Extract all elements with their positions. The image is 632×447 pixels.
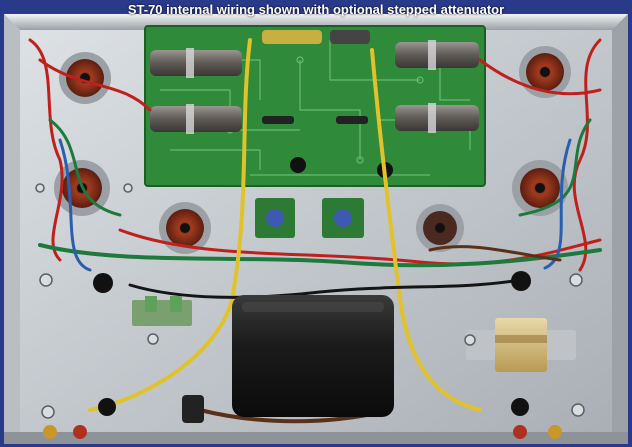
pcb-small-components — [262, 30, 393, 178]
chassis-screws — [35, 183, 585, 419]
choke — [466, 318, 576, 372]
wiring — [28, 38, 602, 424]
stepped-attenuators — [255, 198, 364, 238]
pcb-capacitors — [150, 40, 479, 134]
terminal-strip — [132, 296, 192, 326]
chassis-right-lip — [612, 14, 628, 444]
chassis-left-lip — [4, 14, 20, 444]
photo-caption: ST-70 internal wiring shown with optiona… — [127, 2, 505, 17]
rear-jacks — [43, 395, 562, 439]
grommets — [93, 271, 531, 416]
power-transformer — [232, 295, 394, 417]
chassis-bottom-lip — [4, 432, 628, 444]
